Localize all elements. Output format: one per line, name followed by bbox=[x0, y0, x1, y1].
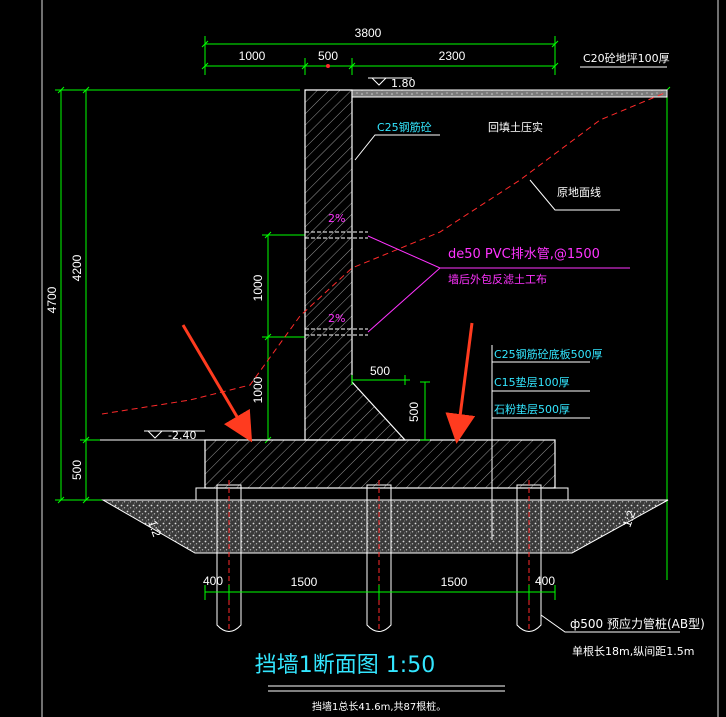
pile-1 bbox=[216, 484, 242, 632]
ground-label-leader bbox=[529, 179, 620, 211]
haunch-width: 500 bbox=[370, 364, 390, 378]
dim-center-mark bbox=[326, 64, 330, 68]
dim-inner-lower: 1000 bbox=[251, 376, 265, 403]
dim-top-total: 3800 bbox=[355, 26, 382, 40]
original-ground-line bbox=[101, 91, 668, 415]
pile-type-label: ф500 预应力管桩(AB型) bbox=[570, 616, 705, 631]
dim-left-total: 4700 bbox=[45, 286, 59, 313]
top-dimension-chain bbox=[201, 36, 559, 75]
arrow-right bbox=[445, 322, 476, 444]
base-slab bbox=[204, 439, 556, 489]
pile-spec-label: 单根长18m,纵间距1.5m bbox=[572, 644, 694, 658]
c15-cushion bbox=[195, 487, 569, 501]
gravel-cushion bbox=[101, 499, 669, 554]
drain-leaders bbox=[367, 235, 630, 333]
dim-top-left: 1000 bbox=[239, 49, 266, 63]
arrow-left bbox=[181, 324, 253, 443]
drawing-note: 挡墙1总长41.6m,共87根桩。 bbox=[312, 700, 446, 713]
drain-pipe-label: de50 PVC排水管,@1500 bbox=[448, 247, 600, 262]
dim-bottom-right: 400 bbox=[535, 574, 555, 588]
pile-2 bbox=[366, 484, 392, 632]
wall-label-leader bbox=[354, 134, 440, 161]
level-bottom bbox=[144, 430, 205, 439]
top-surface-slab bbox=[351, 89, 668, 98]
pile-3 bbox=[516, 484, 542, 632]
base-slab-label: C25钢筋砼底板500厚 bbox=[494, 347, 603, 361]
piles bbox=[216, 484, 542, 632]
dim-left-wall: 4200 bbox=[70, 254, 84, 281]
drain-wrap-label: 墙后外包反滤土工布 bbox=[448, 272, 547, 286]
slope-pct-upper: 2% bbox=[328, 212, 345, 225]
cushion-gravel-label: 石粉垫层500厚 bbox=[494, 402, 570, 416]
wall-concrete-label: C25钢筋砼 bbox=[377, 120, 432, 134]
slope-pct-lower: 2% bbox=[328, 312, 345, 325]
top-surface-label: C20砼地坪100厚 bbox=[583, 52, 670, 65]
dim-bottom-left: 400 bbox=[203, 574, 223, 588]
wall-stem bbox=[304, 89, 407, 441]
pile-centerlines bbox=[228, 480, 530, 632]
level-top bbox=[368, 77, 412, 86]
drawing-title: 挡墙1断面图 1:50 bbox=[255, 653, 435, 678]
bottom-dimension-chain bbox=[204, 585, 556, 600]
original-ground-label: 原地面线 bbox=[557, 185, 601, 199]
slope-left-label: 1:2 bbox=[145, 518, 164, 539]
pile-label-leader bbox=[540, 614, 680, 633]
haunch-height: 500 bbox=[407, 402, 421, 422]
level-bottom-label: -2.40 bbox=[168, 429, 196, 442]
dim-top-mid: 500 bbox=[318, 49, 338, 63]
dim-bottom-span2: 1500 bbox=[441, 575, 468, 589]
dim-bottom-span1: 1500 bbox=[291, 575, 318, 589]
right-dimension-line bbox=[663, 86, 671, 580]
slope-right-label: 1:2 bbox=[620, 508, 639, 529]
dim-left-base: 500 bbox=[70, 460, 84, 480]
level-top-label: 1.80 bbox=[391, 77, 416, 90]
dim-top-right: 2300 bbox=[439, 49, 466, 63]
drain-pipes bbox=[305, 231, 368, 336]
cushion-c15-label: C15垫层100厚 bbox=[494, 375, 570, 389]
dim-inner-upper: 1000 bbox=[251, 274, 265, 301]
haunch-dimension bbox=[351, 375, 430, 441]
backfill-label: 回填土压实 bbox=[488, 120, 543, 134]
